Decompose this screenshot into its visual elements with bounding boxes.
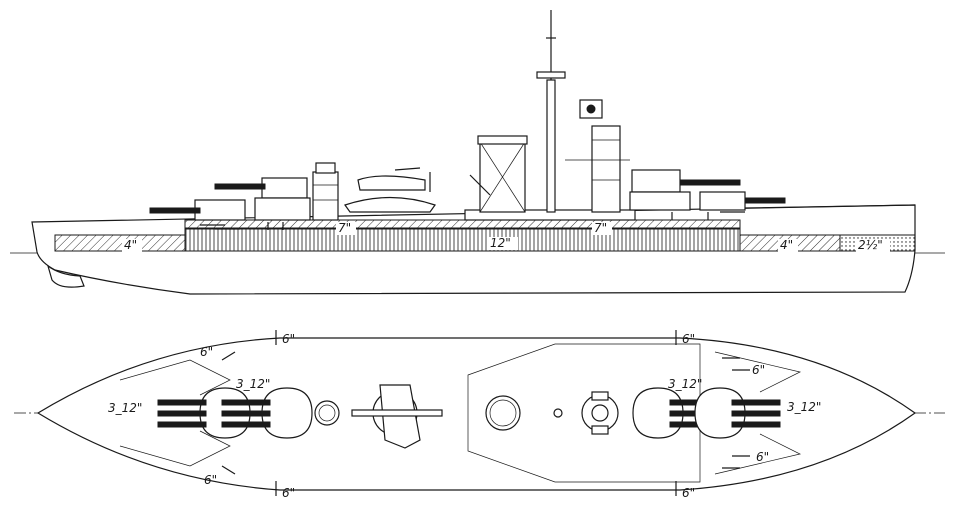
belt-label-center: 12" [490, 236, 511, 250]
belt-label-mid-fore: 7" [338, 221, 351, 235]
label-sec-fwd-lower-1: 6" [204, 473, 217, 487]
plan-deck-outline [36, 337, 917, 491]
sponson-fwd-upper [119, 359, 231, 396]
sponson-aft-upper [714, 351, 802, 393]
belt-label-bow: 4" [124, 238, 137, 252]
belt-armor-bow [54, 234, 186, 252]
funnel-tower-fwd [312, 162, 339, 221]
belt-label-mid-aft: 7" [594, 221, 607, 235]
label-aft-main-turret: 3_12" [668, 377, 702, 391]
plan-turret-aft-1 [632, 387, 719, 439]
label-sec-fwd-upper-1: 6" [200, 345, 213, 359]
label-sec-aft-upper-1: 6" [682, 332, 695, 346]
plan-turret-fwd-2 [221, 387, 313, 439]
label-aft-main-turret-2: 3_12" [787, 400, 821, 414]
label-sec-aft-lower-2: 6" [682, 486, 695, 500]
crane-tower [469, 135, 528, 213]
aft-turret-lower [699, 191, 786, 211]
casemate-guns-profile [200, 211, 745, 230]
forecastle-deck [467, 343, 701, 483]
casemate-band [184, 219, 741, 230]
belt-label-stern: 2½" [858, 238, 883, 252]
belt-label-aft: 4" [780, 238, 793, 252]
belt-armor-main [184, 227, 741, 252]
plan-view: 3_12" 3_12" 3_12" 3_12" 6" 6" 6" 6" 6" 6… [14, 330, 945, 500]
forward-turret-lower [149, 199, 246, 221]
side-profile: 4" 7" 12" 7" 4" 2½" [10, 10, 945, 295]
sponson-fwd-lower [119, 430, 231, 467]
plan-turret-aft-2 [694, 387, 781, 439]
stern-deckline [744, 204, 916, 209]
label-sec-aft-lower-1: 6" [756, 450, 769, 464]
label-sec-fwd-upper-2: 6" [282, 332, 295, 346]
plan-funnel-fwd [314, 400, 340, 426]
sponson-aft-lower [714, 433, 802, 475]
secondary-gun-ticks [221, 330, 750, 496]
plan-catapult [351, 384, 443, 449]
label-sec-fwd-lower-2: 6" [282, 486, 295, 500]
keel-detail [46, 264, 85, 288]
bridge-tower [565, 99, 630, 213]
seaplane [344, 167, 436, 213]
plan-mast-base [485, 395, 521, 431]
label-fwd-main-turret: 3_12" [108, 401, 142, 415]
forward-turret-upper [214, 177, 311, 221]
plan-bridge [581, 391, 619, 435]
aft-turret-upper [629, 169, 741, 211]
main-mast [536, 10, 566, 213]
label-fwd-main-turret-2: 3_12" [236, 377, 270, 391]
plan-mast-foot [553, 408, 563, 418]
label-sec-aft-upper-2: 6" [752, 363, 765, 377]
